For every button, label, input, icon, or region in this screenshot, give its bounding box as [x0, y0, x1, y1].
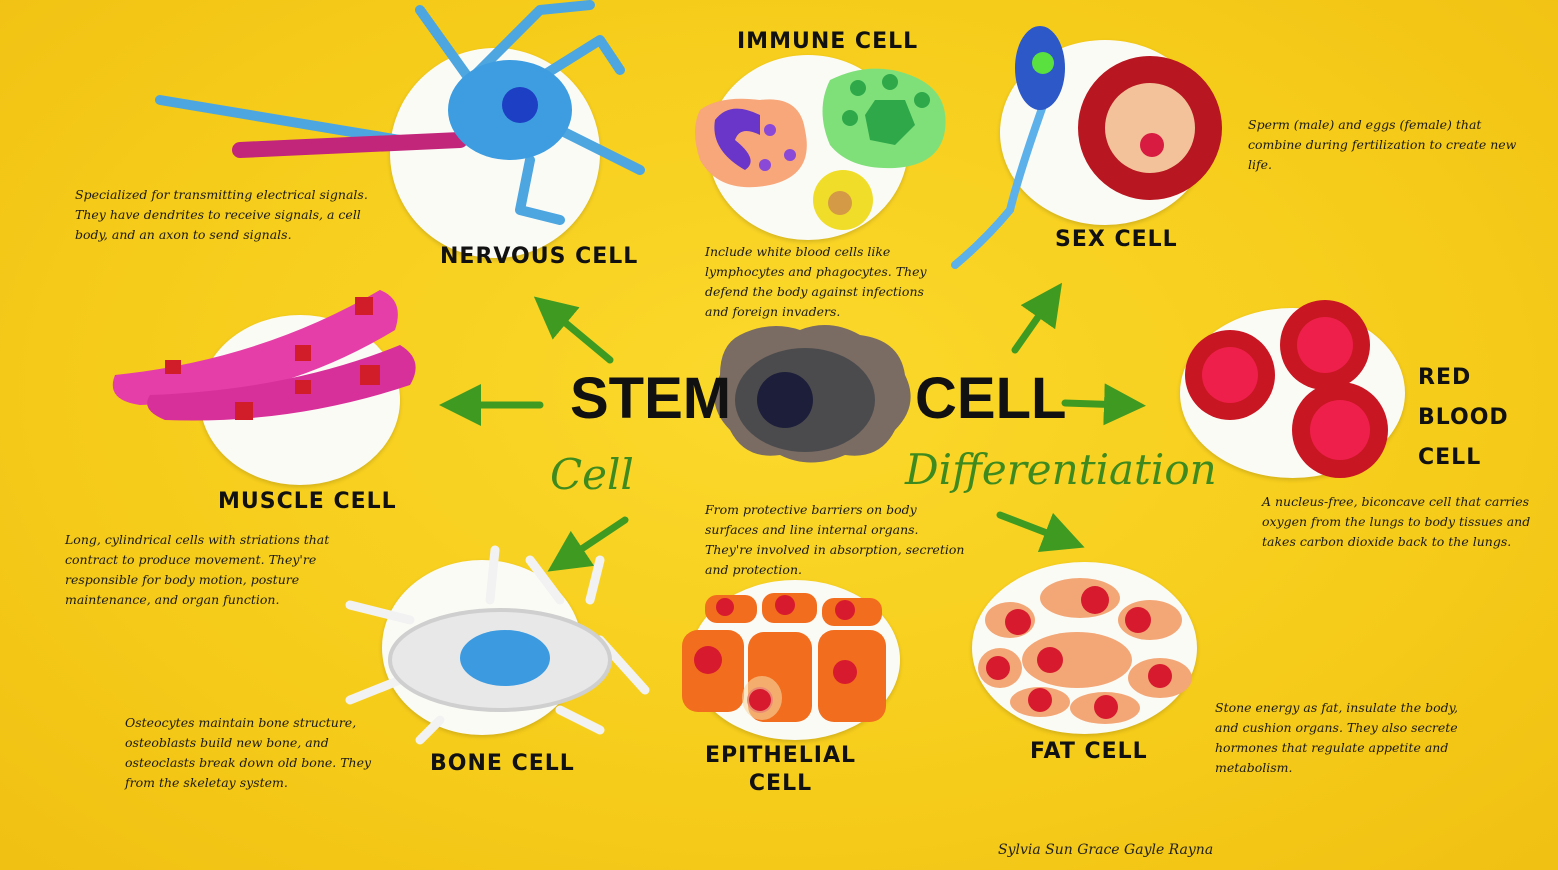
differentiation-script: Differentiation — [905, 445, 1217, 494]
arrow-to-red-blood — [1061, 383, 1146, 426]
nervous-cell-description: Specialized for transmitting electrical … — [75, 187, 368, 242]
sex-cell-description: Sperm (male) and eggs (female) that comb… — [1248, 117, 1517, 172]
arrow-to-sex — [1011, 282, 1063, 354]
red-blood-cell-label: RED BLOOD CELL — [1418, 365, 1509, 470]
epithelial-cell-label: EPITHELIAL CELL — [705, 743, 857, 796]
sex-cell-label: SEX CELL — [1055, 227, 1178, 252]
epithelial-cell-description: From protective barriers on body surface… — [705, 502, 965, 577]
arrow-to-bone — [547, 516, 629, 572]
stem-title: STEM — [570, 366, 732, 431]
muscle-cell-description: Long, cylindrical cells with striations … — [65, 532, 330, 607]
authors: Sylvia Sun Grace Gayle Rayna — [998, 842, 1214, 858]
nervous-cell-label: NERVOUS CELL — [440, 244, 639, 269]
red-blood-cell-description: A nucleus-free, biconcave cell that carr… — [1262, 494, 1531, 549]
cell-script: Cell — [550, 450, 634, 499]
arrow-to-fat — [996, 511, 1085, 553]
immune-cell-description: Include white blood cells like lymphocyt… — [705, 244, 927, 319]
muscle-cell-label: MUSCLE CELL — [218, 489, 397, 514]
fat-cell-description: Stone energy as fat, insulate the body, … — [1215, 700, 1458, 775]
arrow-to-nervous — [533, 296, 614, 364]
fat-cell-label: FAT CELL — [1030, 739, 1148, 764]
cell-title: CELL — [915, 366, 1067, 431]
immune-cell-label: IMMUNE CELL — [737, 29, 919, 54]
bone-cell-description: Osteocytes maintain bone structure, oste… — [125, 715, 372, 790]
bone-cell-label: BONE CELL — [430, 751, 575, 776]
